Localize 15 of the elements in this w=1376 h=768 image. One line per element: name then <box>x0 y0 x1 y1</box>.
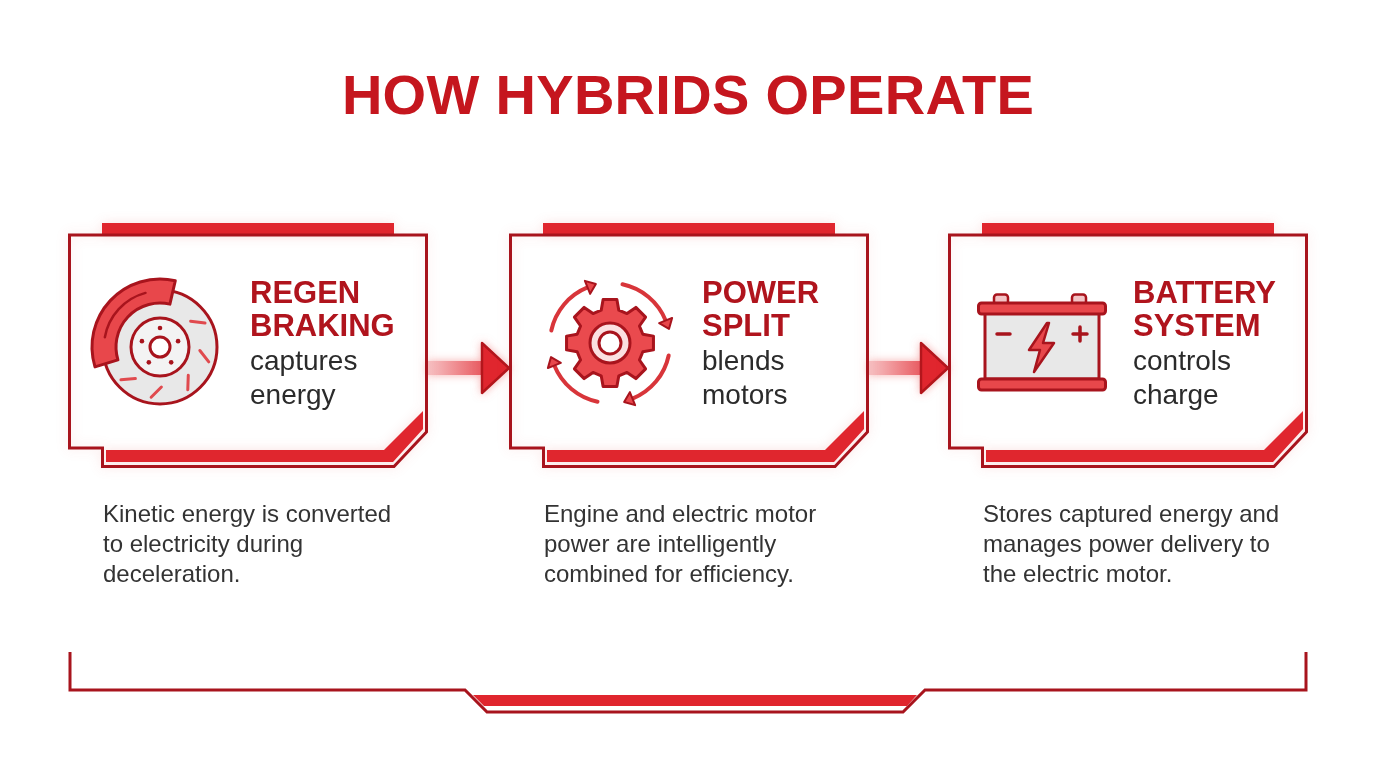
step-subtitle: captures energy <box>250 344 359 412</box>
step-title: BATTERY SYSTEM <box>1133 276 1277 342</box>
step-subtitle: controls charge <box>1133 344 1233 412</box>
step-title: REGEN BRAKING <box>250 276 396 342</box>
step-description: Stores captured energy and manages power delivery to the electric motor. <box>983 499 1281 589</box>
step-card <box>509 222 869 468</box>
step-card <box>68 222 428 468</box>
step-subtitle: blends motors <box>702 344 789 412</box>
step-title: POWER SPLIT <box>702 276 821 342</box>
step-description: Kinetic energy is converted to electricity during deceleration. <box>103 499 393 589</box>
flow-arrow <box>428 341 511 395</box>
flow-arrow <box>869 341 950 395</box>
step-description: Engine and electric motor power are intelligently combined for efficiency. <box>544 499 818 589</box>
page-title: HOW HYBRIDS OPERATE <box>341 63 1035 127</box>
step-card <box>948 222 1308 468</box>
